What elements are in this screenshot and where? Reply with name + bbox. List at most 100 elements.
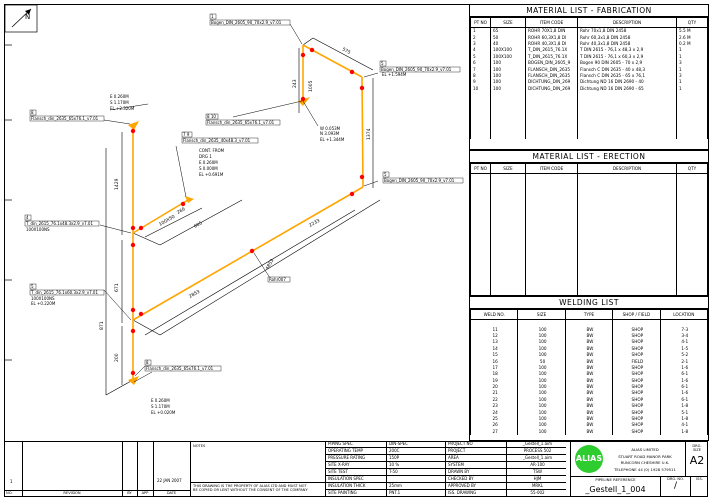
svg-text:T_din_2615_76.1x60.3x2.9_v7.01: T_din_2615_76.1x60.3x2.9_v7.01 xyxy=(30,290,98,295)
table-cell: BW xyxy=(564,338,614,346)
project-field: AREA xyxy=(446,455,506,462)
svg-text:CONT. FROM: CONT. FROM xyxy=(199,148,225,153)
table-cell: 24 xyxy=(469,408,519,416)
table-cell: 4-1 xyxy=(659,338,709,346)
table-cell: FLANSCH_DIN_2635 xyxy=(525,65,578,73)
table-cell: 14 xyxy=(469,345,519,352)
svg-text:8: 8 xyxy=(31,110,34,115)
table-cell: DICHTUNG_DIN_269 xyxy=(525,78,578,86)
svg-text:8 10: 8 10 xyxy=(207,114,216,119)
disclaimer-line: BE COPIED OR LENT WITHOUT THE CONSENT OF… xyxy=(193,488,308,492)
table-cell: BW xyxy=(564,370,614,378)
table-cell: BW xyxy=(564,402,614,409)
weld-points xyxy=(130,47,365,376)
erection-title: MATERIAL LIST - ERECTION xyxy=(470,151,708,163)
table-cell: 27 xyxy=(469,428,519,435)
project-field: PROJECT xyxy=(446,448,506,455)
spec-field: PNT.1 xyxy=(386,490,445,497)
table-cell: 1 xyxy=(676,65,708,73)
svg-text:100X100NS: 100X100NS xyxy=(31,296,55,301)
dim-1005: 1005 xyxy=(308,80,314,92)
project-field: TSW xyxy=(506,469,566,476)
column-header: LOCATION xyxy=(659,309,709,320)
dim-266: 266 xyxy=(176,206,187,216)
svg-text:100X100NS: 100X100NS xyxy=(26,227,50,232)
north-arrow: N xyxy=(4,4,38,33)
border-ticks xyxy=(4,44,12,361)
svg-text:EL +2.320M: EL +2.320M xyxy=(110,106,135,111)
table-cell: 100 xyxy=(517,338,566,346)
dim-671: 671 xyxy=(114,283,120,292)
column-header: PT NO xyxy=(470,163,491,174)
dim-4853: 4853 xyxy=(265,258,276,271)
table-cell: 2-1 xyxy=(659,357,709,365)
table-cell: 1-8 xyxy=(659,402,709,409)
table-cell: 12 xyxy=(469,332,519,339)
table-cell: 100 xyxy=(517,332,566,339)
table-cell: BW xyxy=(564,396,614,403)
svg-text:T_din_2615_76.1x48.3x2.9_v7.01: T_din_2615_76.1x48.3x2.9_v7.01 xyxy=(25,221,93,226)
isometric-drawing: N 1429 671 871 200 243 1005 1374 575 223… xyxy=(4,4,464,415)
spec-field xyxy=(386,476,445,483)
iss-label: ISS. xyxy=(696,477,703,481)
svg-text:E 0.260M: E 0.260M xyxy=(151,398,170,403)
table-cell: 22 xyxy=(469,396,519,403)
table-cell: 100 xyxy=(517,402,566,409)
table-cell: 0.2 M xyxy=(676,40,708,47)
table-cell: 6-1 xyxy=(659,396,709,403)
disclaimer-line: THIS DRAWING IS THE PROPERTY OF ALIAS LT… xyxy=(193,484,307,488)
svg-text:5: 5 xyxy=(31,284,34,289)
north-label: N xyxy=(25,13,30,21)
svg-text:8: 8 xyxy=(146,360,149,365)
rev-date: 22 JAN 2007 xyxy=(157,478,182,483)
table-cell: 3 xyxy=(676,59,708,66)
rev-no: 1 xyxy=(10,479,13,484)
table-cell: BW xyxy=(564,389,614,397)
table-cell: 100 xyxy=(517,370,566,378)
dim-605: 605 xyxy=(193,220,204,230)
table-cell: 2.6 M xyxy=(676,33,708,41)
column-header: PT NO xyxy=(470,17,491,28)
table-cell: BW xyxy=(564,357,614,365)
column-header: DESCRIPTION xyxy=(577,163,677,174)
column-header: WELD NO. xyxy=(469,309,519,320)
table-cell: 100 xyxy=(517,351,566,358)
spec-field: INSULATION THICK xyxy=(326,483,386,490)
table-cell: BW xyxy=(564,332,614,339)
table-cell: 100 xyxy=(517,389,566,397)
svg-text:EL +1.344M: EL +1.344M xyxy=(320,137,345,142)
project-field: APPROVED BY xyxy=(446,483,506,490)
table-cell: 1-5 xyxy=(659,345,709,352)
svg-text:Flansch_din_2635_40x48.3_v7.01: Flansch_din_2635_40x48.3_v7.01 xyxy=(183,138,251,143)
table-cell: 15 xyxy=(469,351,519,358)
table-cell: 16 xyxy=(469,357,519,365)
project-field: AR-100 xyxy=(506,462,566,469)
table-cell: 100 xyxy=(517,325,566,333)
project-field: 55-002 xyxy=(506,490,566,497)
spec-field: 150P xyxy=(386,455,445,462)
spec-field: SITE TEST xyxy=(326,469,386,476)
project-field: _Gestell_1.aim xyxy=(506,442,566,448)
svg-text:4: 4 xyxy=(26,215,29,220)
dim-575: 575 xyxy=(341,46,352,55)
